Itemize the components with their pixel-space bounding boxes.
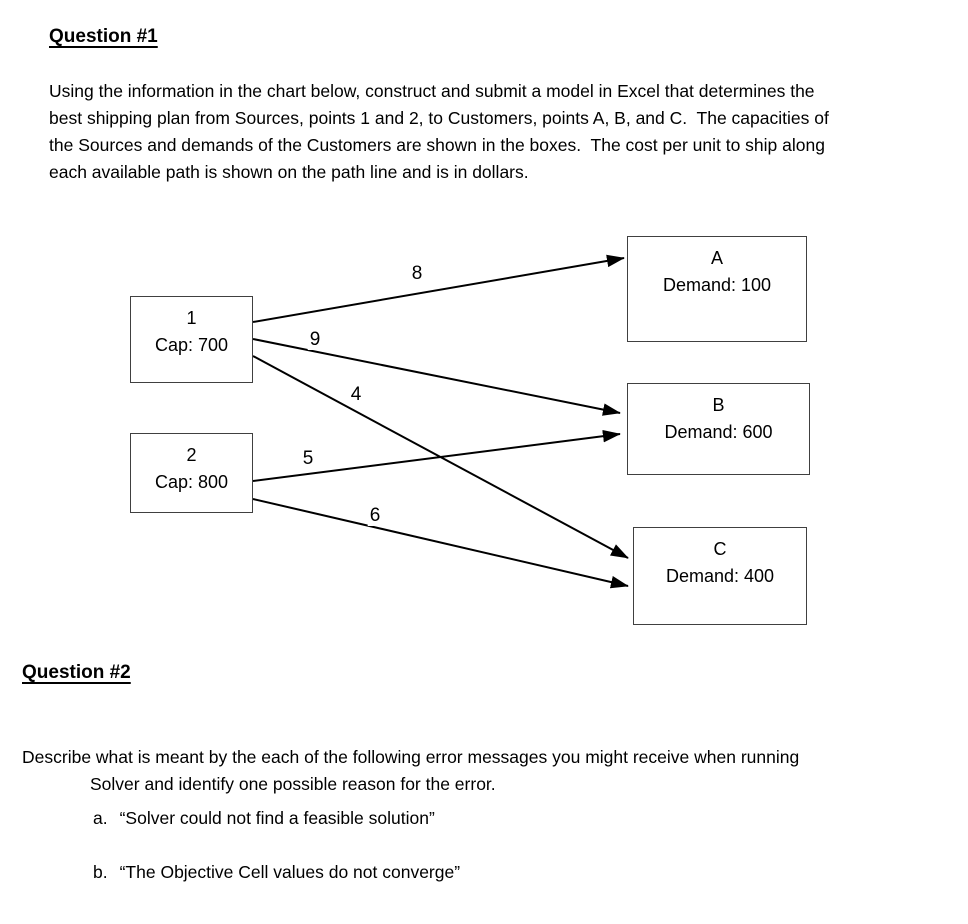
error-item-a-text: “Solver could not find a feasible soluti… — [119, 808, 435, 828]
question1-heading: Question #1 — [49, 26, 158, 47]
question2-paragraph-line: Solver and identify one possible reason … — [90, 774, 496, 794]
error-item-a: a. “Solver could not find a feasible sol… — [93, 805, 435, 832]
customer-B-label: B — [712, 395, 725, 415]
edge-source2-to-B-arrow — [252, 429, 621, 482]
error-item-b-marker: b. — [93, 862, 108, 882]
customer-node-A: A Demand: 100 — [627, 236, 807, 342]
edge-cost-1-C: 4 — [348, 384, 364, 405]
error-item-b-text: “The Objective Cell values do not conver… — [119, 862, 461, 882]
source-node-2: 2 Cap: 800 — [130, 433, 253, 513]
source-2-label: 2 — [186, 445, 197, 465]
error-item-a-marker: a. — [93, 808, 108, 828]
source-2-capacity: Cap: 800 — [154, 472, 229, 492]
question1-paragraph-line: best shipping plan from Sources, points … — [49, 108, 829, 128]
customer-node-C: C Demand: 400 — [633, 527, 807, 625]
question1-paragraph: Using the information in the chart below… — [49, 78, 829, 186]
edge-cost-1-B: 9 — [307, 329, 323, 350]
error-item-b: b. “The Objective Cell values do not con… — [93, 859, 460, 886]
customer-C-label: C — [713, 539, 727, 559]
customer-B-demand: Demand: 600 — [664, 422, 773, 442]
source-1-capacity: Cap: 700 — [154, 335, 229, 355]
edge-source1-to-B-arrow — [252, 338, 621, 416]
edge-cost-2-C: 6 — [367, 505, 383, 526]
question1-paragraph-line: the Sources and demands of the Customers… — [49, 135, 825, 155]
source-1-label: 1 — [186, 308, 197, 328]
edge-source2-to-C-arrow — [252, 498, 629, 589]
customer-node-B: B Demand: 600 — [627, 383, 810, 475]
question2-heading: Question #2 — [22, 662, 131, 683]
question2-paragraph-line: Describe what is meant by the each of th… — [22, 747, 800, 767]
source-node-1: 1 Cap: 700 — [130, 296, 253, 383]
question1-paragraph-line: each available path is shown on the path… — [49, 162, 529, 182]
edge-cost-2-B: 5 — [300, 448, 316, 469]
customer-A-label: A — [710, 248, 723, 268]
edge-source1-to-A-arrow — [252, 254, 625, 323]
customer-A-demand: Demand: 100 — [662, 275, 772, 295]
question1-paragraph-line: Using the information in the chart below… — [49, 81, 815, 101]
question2-paragraph: Describe what is meant by the each of th… — [22, 744, 799, 798]
customer-C-demand: Demand: 400 — [665, 566, 775, 586]
edge-cost-1-A: 8 — [409, 263, 425, 284]
